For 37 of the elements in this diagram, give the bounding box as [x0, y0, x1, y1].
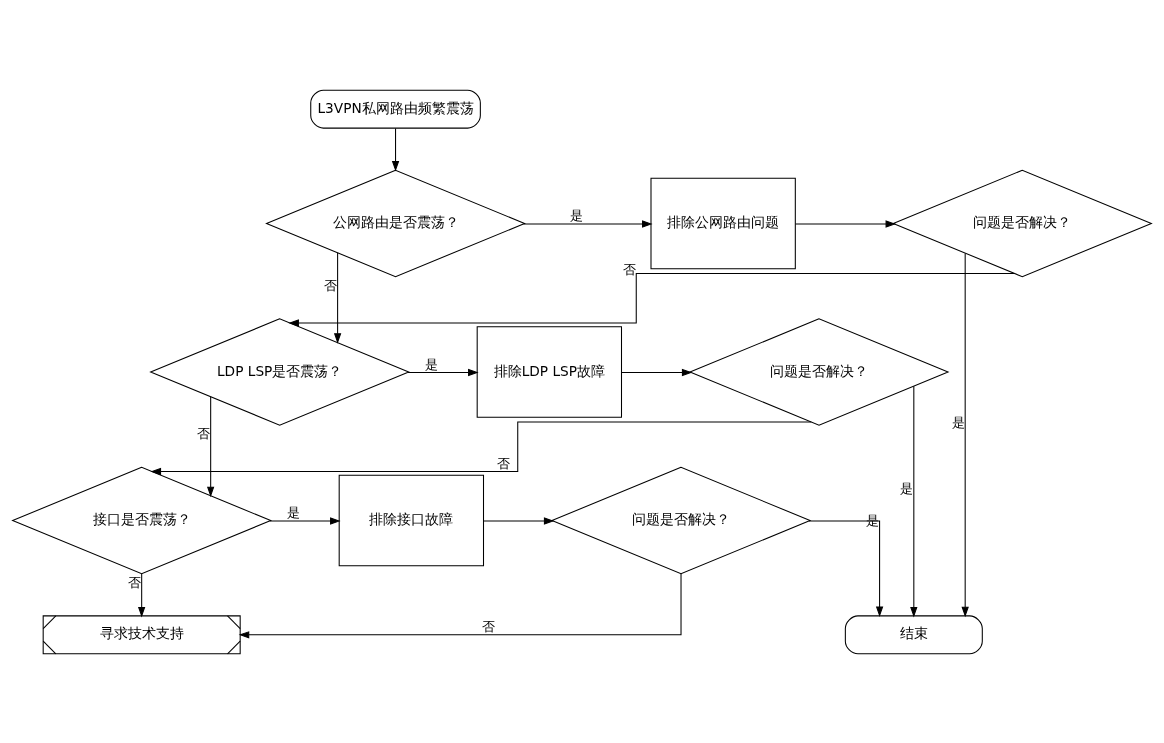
arrow — [269, 516, 341, 525]
arrow — [483, 516, 555, 525]
arrow — [150, 421, 812, 475]
edge-label: 否 — [128, 574, 142, 590]
edge-label: 否 — [481, 618, 495, 634]
node-diamond: 问题是否解决？ — [891, 169, 1153, 277]
node-box: 排除LDP LSP故障 — [476, 325, 623, 418]
node-box: 排除公网路由问题 — [650, 177, 796, 269]
node-diamond: 问题是否解决？ — [550, 466, 812, 574]
node-diamond: 公网路由是否震荡？ — [265, 169, 526, 277]
arrow — [910, 385, 918, 617]
arrow — [621, 368, 693, 376]
edge-label: 是 — [286, 504, 300, 520]
node-box: L3VPN私网路由频繁震荡 — [310, 89, 481, 129]
arrow — [961, 252, 969, 617]
arrow — [288, 272, 1016, 327]
edge-label: 是 — [951, 414, 965, 430]
arrow — [207, 395, 215, 497]
arrow — [238, 572, 682, 638]
edge-label: 是 — [900, 480, 914, 496]
arrow — [407, 368, 479, 376]
edge-label: 否 — [324, 277, 338, 293]
arrow — [138, 572, 146, 617]
edge-label: 否 — [622, 261, 636, 277]
node-box: 结束 — [844, 614, 983, 654]
arrow — [391, 127, 400, 172]
edge-label: 是 — [569, 207, 583, 223]
arrow — [523, 219, 653, 228]
arrow — [333, 251, 342, 344]
edge-label: 否 — [197, 425, 211, 441]
node-box: 排除接口故障 — [338, 474, 485, 566]
arrow — [808, 520, 884, 617]
edge-label: 是 — [424, 356, 438, 372]
edge-label: 否 — [497, 455, 511, 471]
arrow — [795, 219, 897, 228]
edge-label: 是 — [866, 512, 880, 528]
node-diamond: 问题是否解决？ — [688, 317, 950, 426]
